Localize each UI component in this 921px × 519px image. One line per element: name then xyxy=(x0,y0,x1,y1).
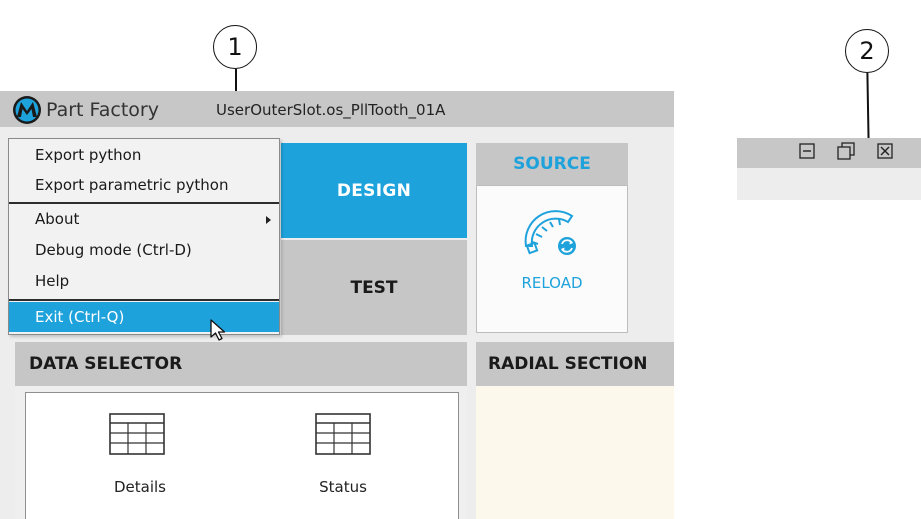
menu-item-export-parametric-python[interactable]: Export parametric python xyxy=(35,176,229,194)
data-selector-list xyxy=(25,392,459,519)
app-menu: Export python Export parametric python A… xyxy=(8,138,280,335)
menu-item-exit[interactable]: Exit (Ctrl-Q) xyxy=(9,302,279,332)
status-button[interactable] xyxy=(314,412,372,460)
details-button[interactable] xyxy=(108,412,166,460)
source-header: SOURCE xyxy=(476,143,628,185)
menu-item-about[interactable]: About xyxy=(9,205,279,233)
callout-2-leader xyxy=(866,72,870,143)
window-toolbar-strip xyxy=(737,168,921,200)
menu-item-debug-mode[interactable]: Debug mode (Ctrl-D) xyxy=(35,241,192,259)
radial-section-canvas[interactable] xyxy=(476,386,674,519)
reload-icon xyxy=(524,210,576,255)
window-title-bar xyxy=(737,138,921,168)
design-tile[interactable]: DESIGN xyxy=(281,143,467,238)
details-label: Details xyxy=(113,478,166,496)
test-tile[interactable]: TEST xyxy=(281,240,467,335)
close-button[interactable] xyxy=(875,140,895,162)
menu-item-help[interactable]: Help xyxy=(35,272,70,290)
minimize-icon xyxy=(799,143,815,159)
table-icon xyxy=(315,413,371,455)
radial-section-header: RADIAL SECTION xyxy=(476,342,674,386)
minimize-button[interactable] xyxy=(797,140,817,162)
motor-logo-icon[interactable] xyxy=(12,95,42,125)
table-icon xyxy=(109,413,165,455)
callout-2: 2 xyxy=(845,29,889,73)
file-name: UserOuterSlot.os_PllTooth_01A xyxy=(216,101,446,119)
status-label: Status xyxy=(319,478,367,496)
app-title-bar xyxy=(0,91,674,127)
submenu-arrow-icon xyxy=(266,216,271,224)
menu-separator xyxy=(9,202,279,204)
restore-icon xyxy=(837,142,855,160)
reload-label: RELOAD xyxy=(521,274,583,292)
close-icon xyxy=(877,143,893,159)
mouse-cursor-icon xyxy=(210,319,226,341)
menu-item-export-python[interactable]: Export python xyxy=(35,146,142,164)
callout-1: 1 xyxy=(213,25,257,69)
restore-button[interactable] xyxy=(836,140,856,162)
menu-separator xyxy=(9,299,279,301)
menu-item-about-label: About xyxy=(35,210,80,228)
reload-tile[interactable] xyxy=(476,185,628,333)
app-name[interactable]: Part Factory xyxy=(46,99,159,121)
data-selector-header: DATA SELECTOR xyxy=(15,342,467,386)
